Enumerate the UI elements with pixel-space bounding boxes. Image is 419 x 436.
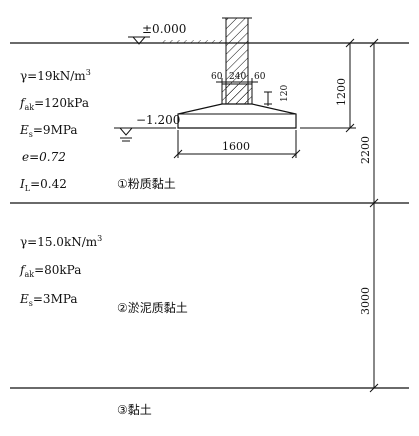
ground-level-marker: ±0.000	[128, 22, 186, 45]
footing-width-label: 1600	[222, 140, 250, 153]
layer2-name: ②淤泥质黏土	[117, 301, 188, 315]
layer1-name: ①粉质黏土	[117, 177, 176, 191]
depth-dimension-3000: 3000	[359, 203, 379, 393]
foundation-wall	[221, 17, 253, 105]
layer1-void-ratio: e=0.72	[22, 150, 66, 164]
layer2-es: Es=3MPa	[19, 292, 78, 308]
layer1-es: Es=9MPa	[19, 123, 78, 139]
layer1-properties: γ=19kN/m3 fak=120kPa Es=9MPa e=0.72 IL=0…	[19, 68, 176, 193]
layer2-properties: γ=15.0kN/m3 fak=80kPa Es=3MPa ②淤泥质黏土	[19, 234, 188, 315]
layer1-fak: fak=120kPa	[19, 96, 89, 112]
wall-width-dimension: 60 240 60	[211, 72, 266, 86]
wall-dim-left: 60	[211, 72, 223, 82]
layer1-thickness-label: 2200	[359, 136, 372, 164]
layer2-thickness-label: 3000	[359, 287, 372, 315]
footing-level-label: −1.200	[136, 113, 180, 127]
wall-dim-center: 240	[229, 72, 246, 82]
wall-dim-right: 60	[254, 72, 266, 82]
soil-surface-hatch	[162, 40, 224, 43]
layer2-gamma: γ=15.0kN/m3	[20, 234, 102, 249]
strip-footing	[177, 103, 297, 129]
footing-step-dimension: 120	[264, 85, 290, 106]
layer1-il: IL=0.42	[19, 177, 67, 193]
footing-width-dimension: 1600	[173, 130, 301, 159]
layer1-gamma: γ=19kN/m3	[20, 68, 91, 83]
ground-level-label: ±0.000	[142, 22, 186, 36]
depth-dimension-1200: 1200	[300, 38, 356, 133]
depth-dimension-2200: 2200	[359, 38, 379, 208]
depth-to-footing-label: 1200	[335, 78, 348, 106]
layer3-name: ③黏土	[117, 403, 152, 417]
layer2-fak: fak=80kPa	[19, 263, 81, 279]
footing-step-height: 120	[280, 85, 290, 102]
footing-level-marker: −1.200	[114, 113, 180, 142]
